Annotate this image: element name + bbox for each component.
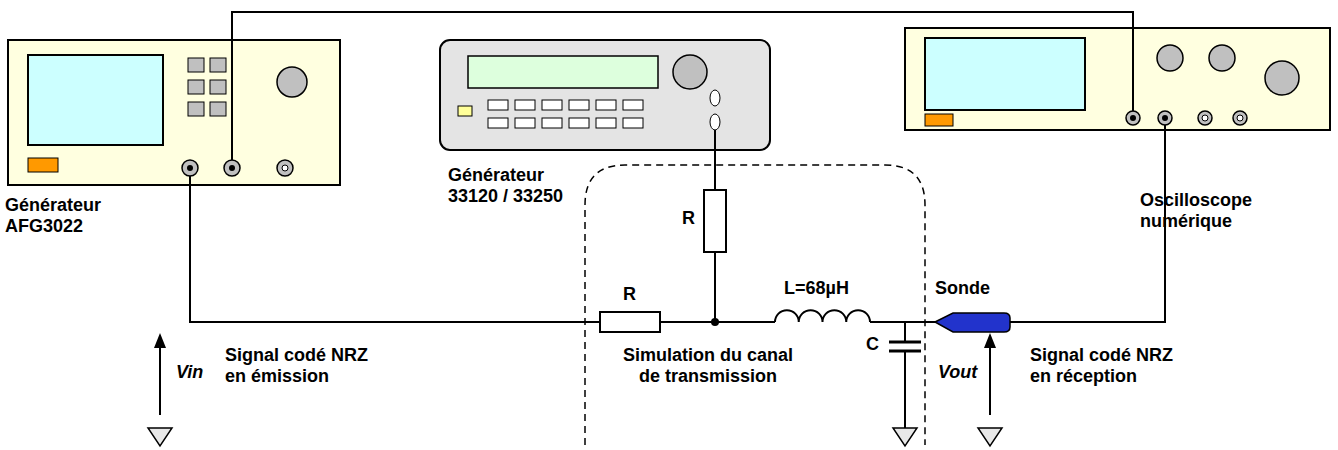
ground-symbol <box>148 428 172 446</box>
arrow-line <box>159 345 161 415</box>
ground-symbol <box>978 428 1002 446</box>
button <box>188 102 204 116</box>
power-button <box>925 114 953 126</box>
wire <box>714 252 716 322</box>
button <box>210 80 226 94</box>
knob <box>1265 61 1299 95</box>
bnc-pin <box>1130 115 1136 121</box>
screen <box>925 38 1085 110</box>
node-label: Simulation du canal de transmission <box>613 345 803 387</box>
knob <box>1157 45 1183 71</box>
node-label: Oscilloscope numérique <box>1140 190 1275 232</box>
bnc-connector <box>1126 111 1140 125</box>
channel-circuit <box>585 165 925 428</box>
button <box>210 58 226 72</box>
signal-name: Vout <box>938 362 977 383</box>
wire <box>904 322 906 342</box>
knob <box>673 55 707 89</box>
ground-symbol <box>893 428 917 446</box>
capacitor-plate <box>889 341 921 344</box>
node-label: Sonde <box>935 278 1015 299</box>
bnc-pin <box>187 165 193 171</box>
generator-box: Générateur AFG3022 <box>8 40 340 185</box>
wire-connector <box>925 321 935 323</box>
knob <box>1209 45 1235 71</box>
arrow-head <box>984 333 996 348</box>
power-button <box>28 158 58 172</box>
junction-dot <box>711 318 719 326</box>
knob <box>277 67 307 97</box>
channel-region-outline <box>585 165 925 445</box>
afg-generator <box>8 40 340 185</box>
output-connector <box>710 90 720 106</box>
bnc-connector <box>1198 111 1212 125</box>
component-name: R <box>682 208 695 229</box>
bnc-pin <box>1237 115 1243 121</box>
power-button <box>458 106 472 116</box>
component-name: R <box>623 284 636 305</box>
screen <box>28 55 163 145</box>
arrow-head <box>154 333 166 348</box>
button <box>188 58 204 72</box>
bnc-pin <box>229 165 235 171</box>
signal-caption: Signal codé NRZ en émission <box>225 345 380 387</box>
bnc-connector <box>277 160 293 176</box>
signal-name: Vin <box>176 362 203 383</box>
display <box>468 56 658 88</box>
bnc-pin <box>1162 115 1168 121</box>
inductor-symbol <box>775 310 870 322</box>
wire <box>870 321 925 323</box>
button <box>210 102 226 116</box>
voltage-arrows <box>160 345 990 415</box>
node-label: Générateur AFG3022 <box>5 195 130 237</box>
bnc-pin <box>282 165 288 171</box>
button <box>188 80 204 94</box>
component-name: C <box>866 334 879 355</box>
bnc-connector <box>224 160 240 176</box>
output-connector <box>710 114 720 130</box>
generator-box: Générateur 33120 / 33250 <box>440 40 770 150</box>
instrument-body <box>8 40 340 185</box>
arrow-line <box>989 345 991 415</box>
wire <box>904 351 906 428</box>
probe: Sonde <box>935 312 1010 333</box>
wire <box>714 165 716 190</box>
function-generator <box>440 40 770 150</box>
bnc-pin <box>1202 115 1208 121</box>
bnc-connector <box>182 160 198 176</box>
wire <box>714 130 716 150</box>
component-value: L=68µH <box>784 278 849 299</box>
instrument-body <box>905 28 1330 130</box>
instrument-body <box>440 40 770 150</box>
probe-symbol <box>935 313 1010 332</box>
node-label: Générateur 33120 / 33250 <box>448 165 588 207</box>
ground-symbols <box>148 428 1002 446</box>
oscilloscope-box: Oscilloscope numérique <box>905 28 1330 130</box>
signal-caption: Signal codé NRZ en réception <box>1030 345 1190 387</box>
keypad <box>488 100 643 128</box>
oscilloscope <box>905 28 1330 130</box>
wire-connector <box>714 150 716 165</box>
bnc-connector <box>1158 111 1172 125</box>
wire <box>231 40 233 168</box>
wire-connector <box>232 12 1133 40</box>
resistor-symbol <box>600 312 660 332</box>
bnc-connector <box>1233 111 1247 125</box>
channel-region: Simulation du canal de transmission <box>585 165 925 445</box>
wire <box>585 321 600 323</box>
wire <box>1132 28 1134 118</box>
resistor-symbol <box>704 190 726 252</box>
